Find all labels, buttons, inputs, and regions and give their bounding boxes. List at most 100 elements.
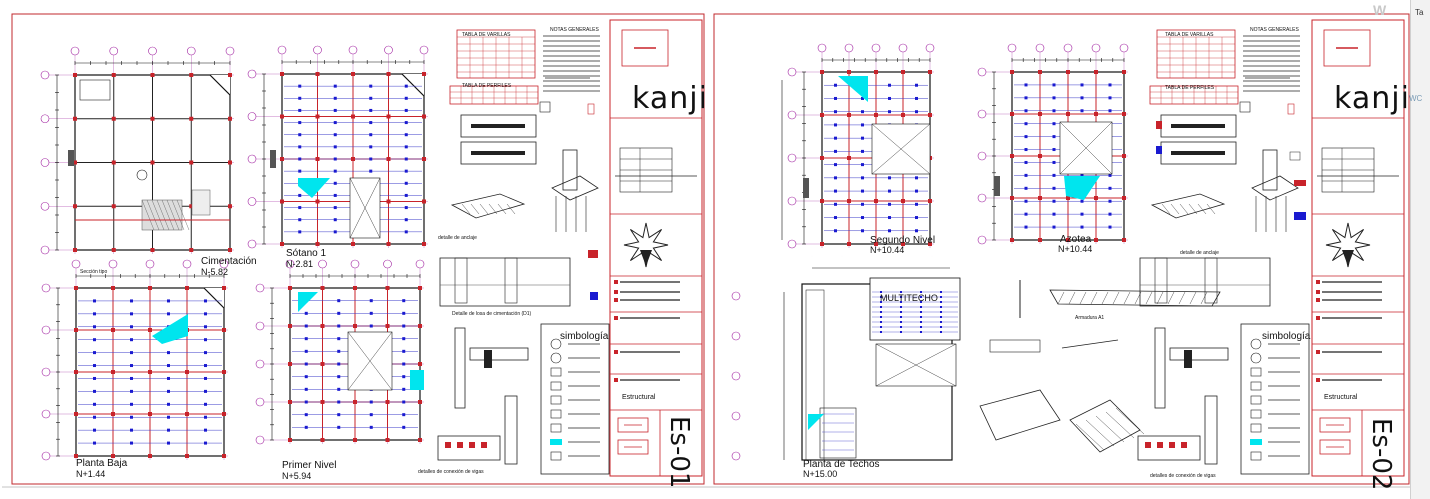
rebar-mark <box>304 387 308 391</box>
rebar-mark <box>333 218 337 222</box>
rebar-mark <box>93 428 96 432</box>
rebar-mark <box>337 413 341 417</box>
column <box>185 454 189 458</box>
axis-bubble <box>255 397 265 407</box>
hatch <box>506 203 516 215</box>
void-cross <box>1059 121 1113 175</box>
column <box>1010 154 1014 158</box>
axis-bubble <box>247 239 257 249</box>
column <box>351 157 355 161</box>
plan <box>247 45 429 249</box>
column <box>901 199 905 203</box>
rebar-mark <box>93 389 96 393</box>
column <box>820 156 824 160</box>
rebar-mark <box>204 325 207 329</box>
rebar-mark <box>337 362 341 366</box>
rebar-mark <box>1024 199 1028 203</box>
column <box>111 328 115 332</box>
column <box>1010 112 1014 116</box>
rebar-mark <box>920 316 922 318</box>
hatch <box>1170 203 1180 215</box>
column <box>901 113 905 117</box>
rebar-mark <box>900 311 902 313</box>
hatch <box>1095 415 1125 443</box>
hatch <box>1197 203 1207 215</box>
axis-bubble <box>383 259 392 269</box>
chamfer-edge <box>203 287 225 309</box>
legend-symbol <box>1250 352 1262 364</box>
rebar-mark <box>940 291 942 293</box>
rebar-mark <box>204 402 207 406</box>
rebar-mark <box>1052 96 1056 100</box>
column <box>228 160 232 165</box>
rebar-mark <box>1052 225 1056 229</box>
column <box>874 70 878 74</box>
rebar-mark <box>1024 135 1028 139</box>
rebar-mark <box>402 337 406 341</box>
column-stub <box>1262 149 1278 191</box>
truss-web <box>1057 291 1065 305</box>
column <box>111 454 115 458</box>
legend-symbol <box>1250 423 1262 433</box>
rebar-mark <box>167 376 170 380</box>
axis-bubble <box>136 169 148 181</box>
rebar-mark <box>93 325 96 329</box>
rebar-mark <box>337 311 341 315</box>
rebar-mark <box>1024 225 1028 229</box>
highlight-area <box>838 76 868 102</box>
axis-bubble <box>41 451 51 461</box>
rebar-mark <box>1052 212 1056 216</box>
column <box>189 116 194 121</box>
axis-bubble <box>977 67 987 77</box>
column <box>315 242 320 246</box>
column <box>874 199 878 203</box>
column <box>280 242 284 246</box>
column <box>422 114 426 119</box>
title-bullet <box>614 290 618 294</box>
rebar-mark <box>915 110 918 114</box>
axis-bubble <box>348 45 358 55</box>
rebar-mark <box>369 96 373 100</box>
symbol <box>590 292 598 300</box>
axis-bubble <box>255 283 265 293</box>
column <box>320 362 325 366</box>
rebar-mark <box>1108 225 1112 229</box>
losa-pier <box>504 257 518 304</box>
bolt <box>1169 442 1175 448</box>
axis-bubble <box>40 70 50 80</box>
column <box>111 286 115 290</box>
rebar-mark <box>130 351 133 355</box>
hatch <box>1179 203 1189 215</box>
rebar-mark <box>1024 83 1028 87</box>
rebar-mark <box>304 349 308 353</box>
rebar-mark <box>834 176 837 180</box>
title-block-frame <box>1311 19 1405 477</box>
column <box>222 454 226 458</box>
truss-web <box>1068 291 1076 305</box>
column <box>228 116 232 121</box>
column <box>315 199 320 204</box>
axis-bubble <box>41 325 51 335</box>
legend-symbol <box>550 352 562 364</box>
rebar-mark <box>369 145 373 149</box>
axis-bubble <box>40 114 50 124</box>
rebar-mark <box>861 189 864 193</box>
panel-wc[interactable]: WC <box>1409 94 1423 103</box>
rebar-mark <box>880 331 882 333</box>
column <box>353 438 357 442</box>
axis-bubble <box>41 409 51 419</box>
panel-tab[interactable]: Ta <box>1415 8 1424 17</box>
axis-bubble <box>225 46 235 56</box>
column <box>320 400 325 404</box>
column <box>351 114 355 119</box>
rebar-mark <box>888 110 891 114</box>
column <box>148 328 152 332</box>
rebar-mark <box>337 337 341 341</box>
rebar-mark <box>167 351 170 355</box>
axis-bubble <box>787 239 797 249</box>
column <box>385 286 390 290</box>
column <box>1010 238 1014 242</box>
column <box>228 248 232 252</box>
column <box>874 242 878 246</box>
